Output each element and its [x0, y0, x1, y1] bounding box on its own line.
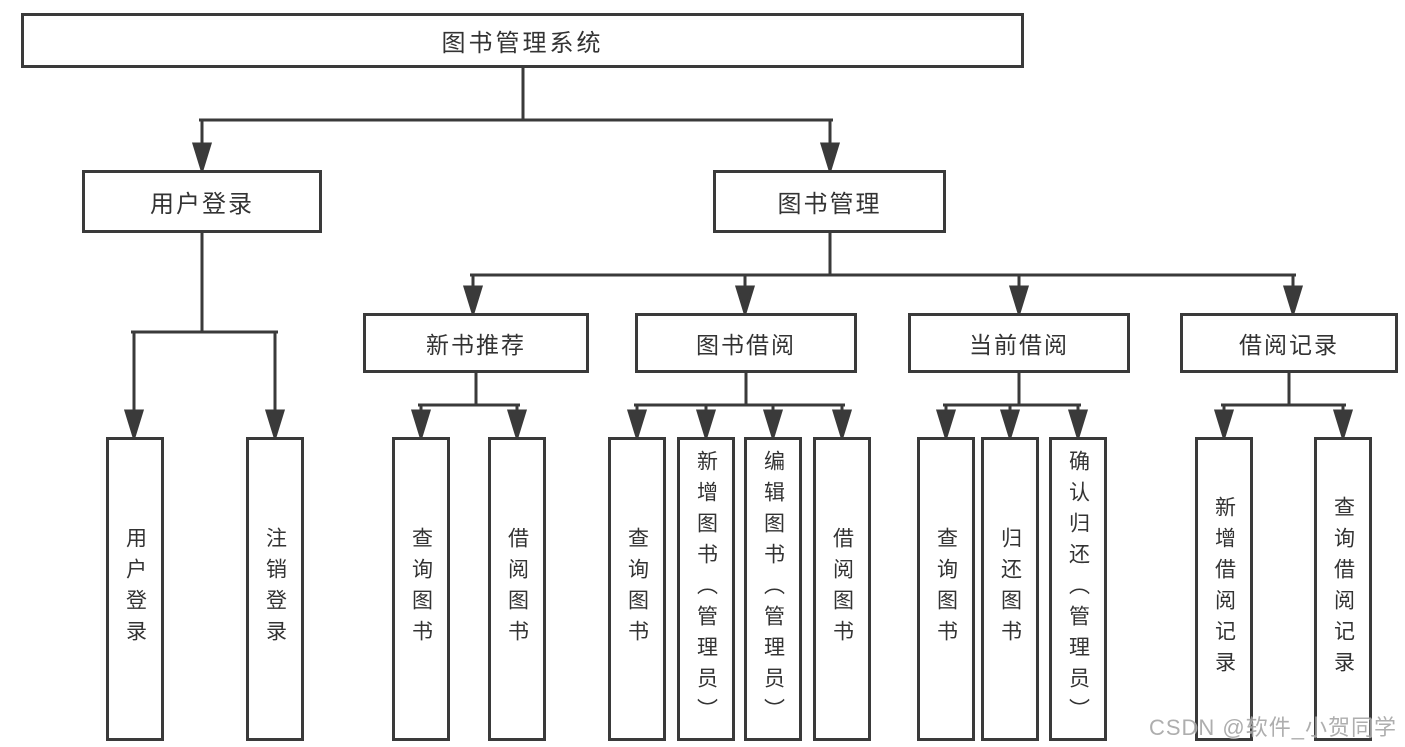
arrowheads — [123, 120, 1354, 443]
node-borrow-records: 借阅记录 — [1180, 313, 1398, 373]
node-book-borrow: 图书借阅 — [635, 313, 857, 373]
node-current-borrow: 当前借阅 — [908, 313, 1130, 373]
leaf-query-books-2: 查询图书 — [608, 437, 666, 741]
node-root: 图书管理系统 — [21, 13, 1024, 68]
leaf-add-book-admin: 新增图书（管理员） — [677, 437, 735, 741]
leaf-query-borrow-record: 查询借阅记录 — [1314, 437, 1372, 741]
leaf-user-login: 用户登录 — [106, 437, 164, 741]
watermark: CSDN @软件_小贺同学 — [1148, 715, 1397, 740]
leaf-logout: 注销登录 — [246, 437, 304, 741]
leaf-query-books-1: 查询图书 — [392, 437, 450, 741]
leaf-return-book: 归还图书 — [981, 437, 1039, 741]
tree-lines — [131, 66, 1346, 407]
leaf-confirm-return-admin: 确认归还（管理员） — [1049, 437, 1107, 741]
leaf-edit-book-admin: 编辑图书（管理员） — [744, 437, 802, 741]
leaf-add-borrow-record: 新增借阅记录 — [1195, 437, 1253, 741]
node-book-management: 图书管理 — [713, 170, 946, 233]
leaf-borrow-books-1: 借阅图书 — [488, 437, 546, 741]
node-user-login: 用户登录 — [82, 170, 322, 233]
node-new-book-recommend: 新书推荐 — [363, 313, 589, 373]
leaf-query-books-3: 查询图书 — [917, 437, 975, 741]
leaf-borrow-books-2: 借阅图书 — [813, 437, 871, 741]
